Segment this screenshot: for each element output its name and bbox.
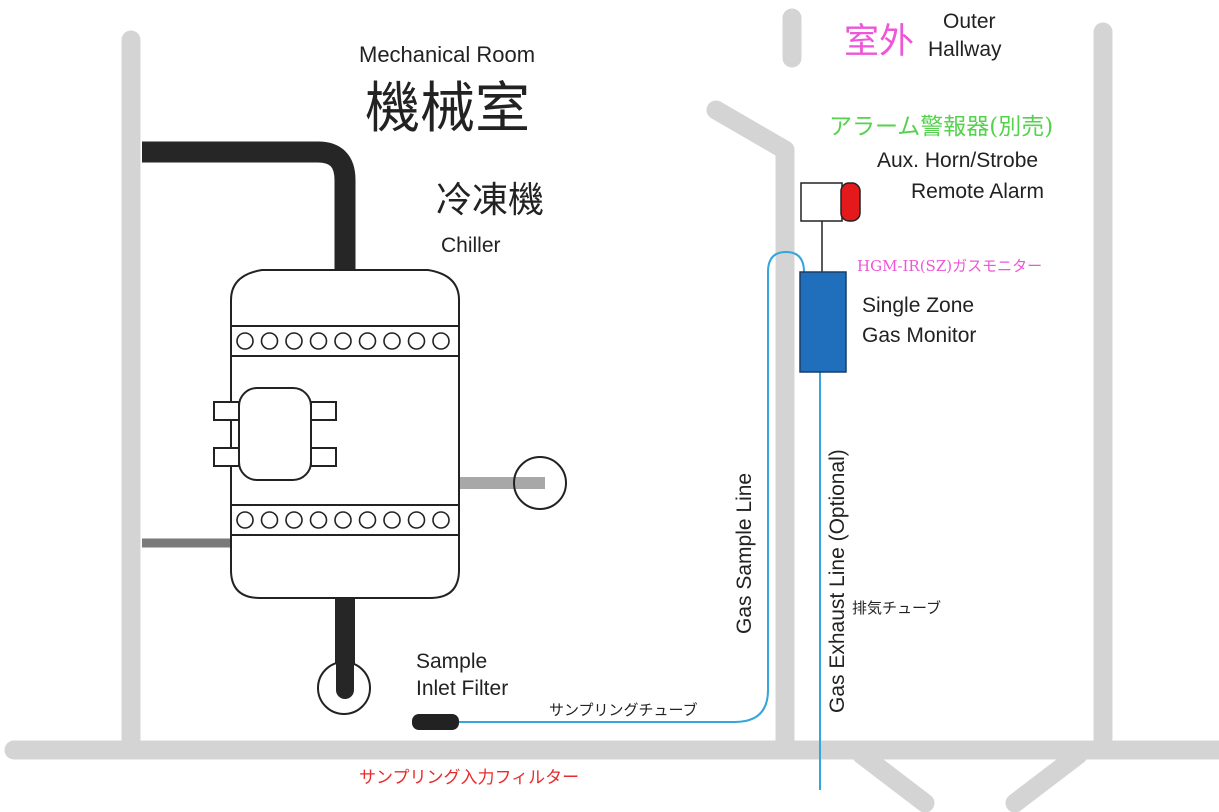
monitor-label-en-line2: Gas Monitor bbox=[862, 324, 977, 347]
outer-label-jp: 室外 bbox=[844, 22, 915, 62]
gas-sample-line-label: Gas Sample Line bbox=[733, 472, 756, 634]
alarm-strobe bbox=[840, 182, 861, 222]
chiller-side-port bbox=[513, 456, 567, 510]
bolt-circle bbox=[309, 511, 328, 529]
chiller-label-en: Chiller bbox=[441, 234, 501, 257]
alarm-label-en-line1: Aux. Horn/Strobe bbox=[877, 149, 1039, 172]
alarm-label-en-line2: Remote Alarm bbox=[911, 180, 1045, 203]
sample-filter-label-jp: サンプリング入力フィルター bbox=[359, 768, 580, 788]
sample-inlet-filter bbox=[412, 714, 459, 730]
alarm-horn-box bbox=[800, 182, 843, 222]
bolt-circle bbox=[383, 511, 401, 529]
bolt-circle bbox=[383, 332, 401, 350]
alarm-label-jp: アラーム警報器(別売) bbox=[829, 114, 1054, 140]
hallway-exit-wall-left bbox=[852, 745, 935, 812]
mechanical-room-label-jp: 機械室 bbox=[365, 76, 531, 140]
remote-alarm-unit bbox=[800, 182, 861, 272]
walls bbox=[4, 8, 1219, 812]
bolt-circle bbox=[260, 332, 279, 350]
chiller-label-jp: 冷凍機 bbox=[436, 180, 545, 221]
outer-label-en-line1: Outer bbox=[943, 10, 996, 33]
bolt-circle bbox=[432, 332, 450, 350]
valve-tab-lower-left bbox=[213, 447, 240, 467]
bolt-circle bbox=[309, 332, 328, 350]
gas-monitor-unit bbox=[799, 271, 847, 373]
bolt-circle bbox=[407, 511, 426, 529]
bolt-circle bbox=[285, 511, 303, 529]
hallway-corner-wall bbox=[706, 100, 795, 750]
mechanical-room-label-en: Mechanical Room bbox=[359, 42, 536, 67]
bolt-circle bbox=[285, 332, 303, 350]
bolt-circle bbox=[432, 511, 450, 529]
bolt-circle bbox=[358, 332, 377, 350]
bolt-circle bbox=[334, 332, 352, 350]
bolt-circle bbox=[334, 511, 352, 529]
sampling-tube-label-jp: サンプリングチューブ bbox=[549, 701, 698, 719]
sample-filter-label-en-line2: Inlet Filter bbox=[416, 677, 509, 700]
hallway-exit-wall-right bbox=[1005, 745, 1088, 812]
chiller-top-pipe bbox=[142, 141, 356, 270]
valve-tab-lower-right bbox=[310, 447, 337, 467]
outer-label-en-line2: Hallway bbox=[928, 38, 1002, 61]
bolt-circle bbox=[358, 511, 377, 529]
chiller-top-bolts bbox=[236, 332, 450, 350]
valve-tab-upper-right bbox=[310, 401, 337, 421]
bolt-circle bbox=[236, 332, 254, 350]
monitor-label-jp: HGM-IR(SZ)ガスモニター bbox=[857, 257, 1043, 275]
bolt-circle bbox=[236, 511, 254, 529]
bolt-circle bbox=[260, 511, 279, 529]
gas-sample-tube bbox=[458, 250, 805, 723]
bolt-circle bbox=[407, 332, 426, 350]
exhaust-tube-label-jp: 排気チューブ bbox=[852, 599, 942, 617]
chiller-vessel bbox=[213, 269, 460, 599]
valve-tab-upper-left bbox=[213, 401, 240, 421]
tubing bbox=[458, 250, 821, 790]
chiller-bottom-bolts bbox=[236, 511, 450, 529]
gas-exhaust-line-label: Gas Exhaust Line (Optional) bbox=[826, 449, 849, 713]
chiller-valve-box bbox=[238, 387, 312, 481]
sample-filter-label-en-line1: Sample bbox=[416, 650, 488, 673]
monitor-label-en-line1: Single Zone bbox=[862, 294, 975, 317]
